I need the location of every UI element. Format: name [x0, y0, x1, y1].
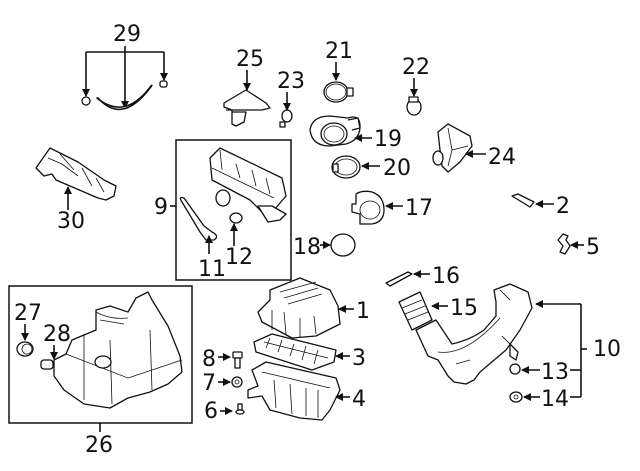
callout-label-25: 25: [236, 47, 264, 72]
callout-12[interactable]: 12: [225, 223, 253, 270]
clamp-part: [331, 155, 361, 179]
inlet-duct-bellows-part: [398, 291, 433, 331]
bolt-part: [232, 351, 243, 369]
intake-adapter-part: [432, 123, 473, 173]
callout-10[interactable]: 10: [535, 300, 621, 397]
callout-27[interactable]: 27: [14, 301, 42, 341]
callout-6[interactable]: 6: [204, 399, 233, 424]
air-cleaner-cover-part: [257, 277, 341, 339]
callout-25[interactable]: 25: [236, 47, 264, 91]
callout-17[interactable]: 17: [385, 196, 433, 221]
callout-28[interactable]: 28: [43, 322, 71, 360]
callout-label-3: 3: [352, 346, 366, 371]
callout-label-29: 29: [113, 22, 141, 47]
callout-20[interactable]: 20: [361, 156, 411, 181]
intake-duct-part: [415, 283, 533, 385]
callout-1[interactable]: 1: [338, 299, 370, 324]
callout-label-6: 6: [204, 399, 218, 424]
label-part: [511, 193, 535, 208]
grommet-part: [509, 391, 523, 403]
resonator-box-part: [53, 291, 183, 409]
grommet-part: [16, 341, 34, 357]
resonator-cover-part: [223, 89, 271, 127]
bushing-part: [40, 359, 54, 370]
callout-label-15: 15: [450, 296, 478, 321]
callout-label-18: 18: [293, 235, 321, 260]
callout-label-7: 7: [202, 371, 216, 396]
callout-label-2: 2: [556, 194, 570, 219]
clamp-part: [323, 81, 354, 103]
callout-13[interactable]: 13: [521, 360, 581, 385]
callout-24[interactable]: 24: [465, 145, 516, 170]
callout-label-12: 12: [225, 245, 253, 270]
callout-4[interactable]: 4: [335, 387, 366, 412]
callout-label-9: 9: [154, 195, 168, 220]
callout-label-16: 16: [432, 264, 460, 289]
callout-16[interactable]: 16: [413, 264, 460, 289]
air-filter-part: [253, 333, 337, 371]
callout-8[interactable]: 8: [202, 347, 231, 372]
callout-3[interactable]: 3: [335, 346, 366, 371]
callout-2[interactable]: 2: [535, 194, 570, 219]
callout-label-5: 5: [586, 235, 600, 260]
callout-label-10: 10: [593, 337, 621, 362]
mass-air-flow-housing-part: [351, 190, 385, 225]
callout-30[interactable]: 30: [57, 186, 85, 234]
support-bracket-part: [35, 147, 117, 201]
callout-21[interactable]: 21: [325, 39, 353, 81]
callout-11[interactable]: 11: [198, 235, 226, 282]
callout-15[interactable]: 15: [431, 296, 478, 321]
callout-label-1: 1: [356, 299, 370, 324]
callout-label-19: 19: [374, 127, 402, 152]
bolt-part: [235, 403, 245, 415]
bushing-part: [509, 363, 521, 375]
callout-18[interactable]: 18: [293, 235, 331, 260]
mass-air-flow-sensor-part: [309, 115, 361, 147]
callout-label-22: 22: [402, 55, 430, 80]
callout-23[interactable]: 23: [277, 69, 305, 111]
resonator-assembly-part: [179, 147, 287, 241]
callout-26[interactable]: 26: [85, 423, 113, 458]
callout-label-30: 30: [57, 209, 85, 234]
callout-19[interactable]: 19: [354, 127, 402, 152]
callout-label-24: 24: [488, 145, 516, 170]
callout-label-11: 11: [198, 257, 226, 282]
clip-part: [557, 233, 571, 255]
o-ring-part: [330, 233, 356, 257]
callout-7[interactable]: 7: [202, 371, 231, 396]
callout-22[interactable]: 22: [402, 55, 430, 97]
clamp-part: [406, 96, 422, 116]
callout-label-28: 28: [43, 322, 71, 347]
callout-label-17: 17: [405, 196, 433, 221]
callout-label-26: 26: [85, 433, 113, 458]
callout-14[interactable]: 14: [523, 387, 581, 412]
callout-9[interactable]: 9: [154, 195, 176, 220]
callout-label-13: 13: [541, 360, 569, 385]
callout-5[interactable]: 5: [570, 235, 600, 260]
callout-label-14: 14: [541, 387, 569, 412]
clamp-part: [279, 109, 293, 128]
callout-29[interactable]: 29: [82, 22, 168, 109]
callout-label-23: 23: [277, 69, 305, 94]
callout-label-27: 27: [14, 301, 42, 326]
vent-hose-kit-part: [81, 80, 168, 111]
air-cleaner-lower-case-part: [247, 361, 341, 421]
grommet-part: [231, 376, 243, 388]
callout-label-8: 8: [202, 347, 216, 372]
callout-label-4: 4: [352, 387, 366, 412]
callout-label-21: 21: [325, 39, 353, 64]
callout-label-20: 20: [383, 156, 411, 181]
seal-strip-part: [385, 271, 413, 287]
